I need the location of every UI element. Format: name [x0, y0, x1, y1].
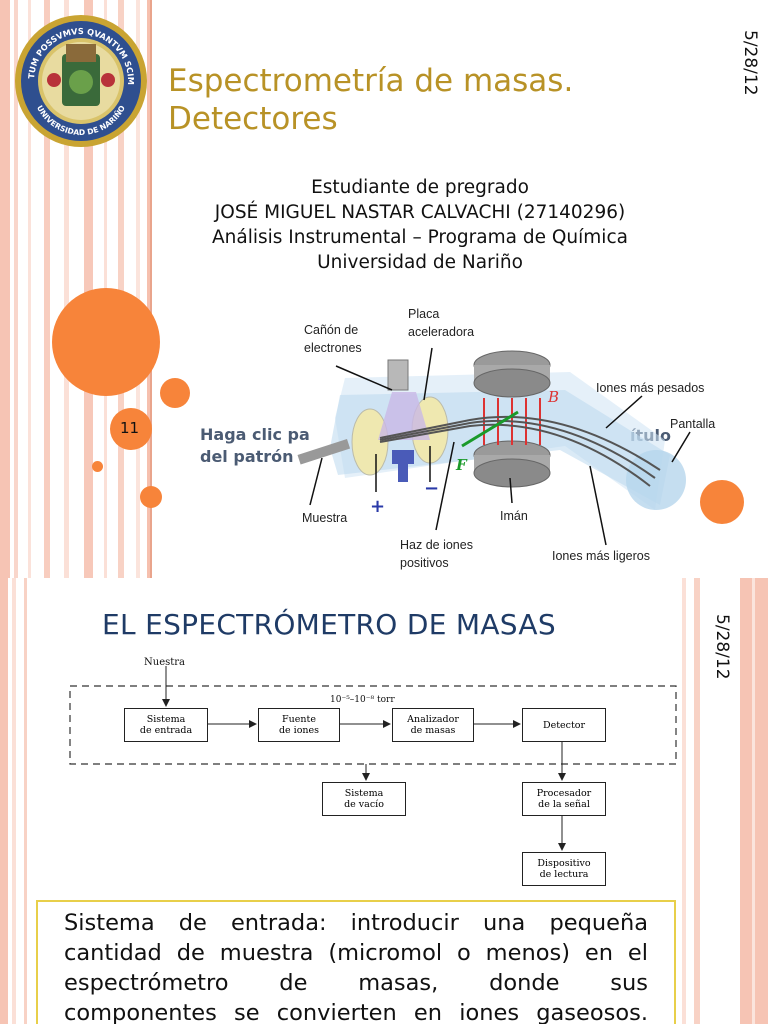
flow-label: Sistema [344, 788, 384, 799]
label-ligeros: Iones más ligeros [552, 549, 650, 563]
slide-1: TANTUM POSSVMVS QVANTVM SCIMVS UNIVERSID… [0, 0, 760, 578]
university-logo: TANTUM POSSVMVS QVANTVM SCIMVS UNIVERSID… [11, 6, 148, 148]
decor-stripe [24, 578, 27, 1024]
flow-label: de iones [278, 725, 320, 736]
description-line: espectrómetro de masas, donde sus [64, 970, 648, 996]
label-pantalla: Pantalla [670, 417, 715, 431]
student-line-1: Estudiante de pregrado [311, 177, 529, 198]
flow-input-label: Nuestra [144, 657, 185, 668]
decor-circle [110, 408, 152, 450]
slide-title: EL ESPECTRÓMETRO DE MASAS [102, 608, 556, 641]
flow-label: Analizador [407, 714, 459, 725]
description-textbox: Sistema de entrada: introducir una peque… [36, 900, 676, 1024]
decor-stripe [64, 0, 69, 578]
decor-stripe [752, 578, 755, 1024]
student-line-4: Universidad de Nariño [317, 252, 523, 273]
description-line: cantidad de muestra (micromol o menos) e… [64, 940, 648, 966]
decor-circle [160, 378, 190, 408]
flow-label: Sistema [146, 714, 186, 725]
decor-stripe [28, 0, 31, 578]
decor-stripe [682, 578, 686, 1024]
flow-box-detector: Detector [522, 708, 606, 742]
student-line-2: JOSÉ MIGUEL NASTAR CALVACHI (27140296) [214, 202, 626, 223]
description-line: componentes se convierten en iones gaseo… [64, 1000, 648, 1024]
label-haz-2: positivos [400, 556, 449, 570]
slide-number: 11 [120, 419, 140, 437]
student-line-3: Análisis Instrumental – Programa de Quím… [212, 227, 628, 248]
decor-stripe [694, 578, 700, 1024]
label-plus: + [370, 496, 385, 517]
flow-label: de entrada [139, 725, 193, 736]
decor-stripe [44, 0, 50, 578]
slide-title: Espectrometría de masas. Detectores [168, 62, 573, 138]
label-canon-1: Cañón de [304, 323, 358, 337]
spectrometer-diagram: Cañón de electrones Placa aceleradora Io… [297, 307, 715, 570]
decor-stripe [150, 0, 152, 578]
flow-pressure-label: 10⁻⁵–10⁻⁸ torr [330, 695, 395, 705]
decor-stripe [0, 578, 8, 1024]
label-placa-1: Placa [408, 307, 439, 321]
description-line: Sistema de entrada: introducir una peque… [64, 910, 648, 936]
placeholder-line-2: del patrón [200, 447, 294, 466]
vector-b-label: B [547, 388, 559, 406]
label-pesados: Iones más pesados [596, 381, 704, 395]
decor-stripe [118, 0, 124, 578]
decor-circle [140, 486, 162, 508]
label-iman: Imán [500, 509, 528, 523]
decor-stripe [136, 0, 140, 578]
decor-stripe [12, 578, 16, 1024]
label-haz-1: Haz de iones [400, 538, 473, 552]
label-canon-2: electrones [304, 341, 362, 355]
title-line-2: Detectores [168, 101, 338, 137]
flow-label: Fuente [282, 714, 316, 725]
decor-circle [92, 461, 103, 472]
decor-stripe [147, 0, 150, 578]
decor-stripe [84, 0, 93, 578]
decor-circle [52, 288, 160, 396]
flow-label: Dispositivo [537, 858, 591, 869]
label-placa-2: aceleradora [408, 325, 474, 339]
flow-label: de lectura [539, 869, 589, 880]
flow-label: de la señal [538, 799, 590, 810]
flow-label: Detector [542, 719, 586, 731]
decor-stripe [14, 0, 18, 578]
flow-label: de masas [410, 725, 456, 736]
student-info: Estudiante de pregrado JOSÉ MIGUEL NASTA… [160, 175, 680, 275]
placeholder-line-1: Haga clic pa [200, 425, 310, 444]
flowchart-connectors: Nuestra 10⁻⁵–10⁻⁸ torr [69, 657, 677, 851]
title-placeholder[interactable]: Haga clic pa del patrón [200, 424, 310, 468]
flow-label: Procesador [536, 788, 592, 799]
vector-f-label: F [455, 456, 468, 474]
slide-2: EL ESPECTRÓMETRO DE MASAS 5/28/12 Nuestr… [0, 578, 768, 1024]
flow-label: de vacío [344, 799, 384, 810]
label-muestra: Muestra [302, 511, 347, 525]
title-line-1: Espectrometría de masas. [168, 63, 574, 99]
decor-circle [700, 480, 744, 524]
decor-stripe [0, 0, 10, 578]
label-minus: − [424, 478, 439, 499]
